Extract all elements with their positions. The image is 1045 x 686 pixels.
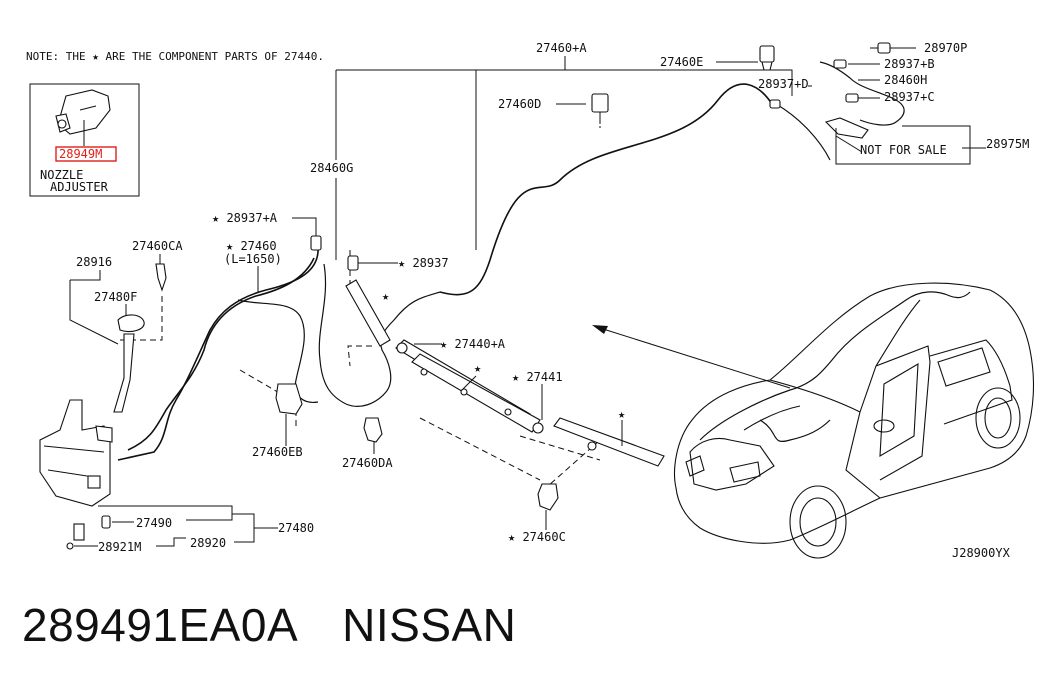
- label-28916: 28916: [76, 255, 112, 269]
- label-28937a: ★ 28937+A: [212, 211, 278, 225]
- front-washer-hose: [117, 245, 441, 461]
- label-27460ca: 27460CA: [132, 239, 183, 253]
- connector-28937d: [769, 99, 781, 109]
- not-for-sale-assembly: [824, 117, 971, 165]
- star-marker-1: ★: [382, 289, 389, 303]
- diagram-code: J28900YX: [952, 546, 1011, 560]
- label-27480f: 27480F: [94, 290, 137, 304]
- washer-tank-27480: [39, 314, 145, 507]
- label-28920: 28920: [190, 536, 226, 550]
- nozzle-adjuster-icon: [55, 89, 111, 146]
- connector-28937b: [833, 59, 847, 69]
- label-28970p: 28970P: [924, 41, 967, 55]
- clip-27460ca: [155, 254, 167, 292]
- pointer-arrow: [592, 325, 791, 389]
- label-28975m: 28975M: [986, 137, 1029, 151]
- label-27460eb: 27460EB: [252, 445, 303, 459]
- label-27460: ★ 27460: [226, 239, 277, 253]
- grommet-28921m: [66, 523, 98, 550]
- pump-27490: [101, 515, 134, 529]
- inset-part-number: 28949M: [59, 147, 102, 161]
- connector-28937: [347, 255, 398, 271]
- clip-27460da: [363, 417, 383, 454]
- label-28937c: 28937+C: [884, 90, 935, 104]
- nozzle-strip: [345, 279, 665, 467]
- label-27440a: ★ 27440+A: [440, 337, 506, 351]
- label-28460h: 28460H: [884, 73, 927, 87]
- star-marker-2: ★: [474, 361, 481, 375]
- label-27460c: ★ 27460C: [508, 530, 566, 544]
- label-27460-length: (L=1650): [224, 252, 282, 266]
- label-28460g: 28460G: [310, 161, 353, 175]
- label-27480: 27480: [278, 521, 314, 535]
- top-leader-lines: [335, 56, 812, 260]
- connector-27460e: [759, 45, 775, 71]
- label-27460d: 27460D: [498, 97, 541, 111]
- connector-28937c: [845, 93, 859, 103]
- label-27460a: 27460+A: [536, 41, 587, 55]
- vehicle-illustration: [674, 282, 1035, 559]
- part-caption: 289491EA0A NISSAN: [22, 598, 516, 652]
- label-28937: ★ 28937: [398, 256, 449, 270]
- caption-part-number: 289491EA0A: [22, 599, 299, 651]
- inset-caption-line2: ADJUSTER: [50, 180, 109, 194]
- inset-caption-line1: NOZZLE: [40, 168, 83, 182]
- clip-27460eb: [275, 383, 303, 446]
- note-text: NOTE: THE ★ ARE THE COMPONENT PARTS OF 2…: [26, 50, 324, 63]
- caption-brand: NISSAN: [342, 599, 517, 651]
- label-28937b: 28937+B: [884, 57, 935, 71]
- nozzle-adjuster-inset: 28949M NOZZLE ADJUSTER: [29, 83, 140, 197]
- label-27490: 27490: [136, 516, 172, 530]
- connector-28937a: [292, 217, 322, 251]
- label-28921m: 28921M: [98, 540, 141, 554]
- clip-27460c: [537, 483, 559, 530]
- star-marker-3: ★: [618, 407, 625, 421]
- connector-28970p: [877, 42, 891, 54]
- part-highlight-box: [55, 146, 117, 162]
- rear-washer-hose: [439, 47, 916, 296]
- label-28937d: 28937+D: [758, 77, 809, 91]
- label-27460da: 27460DA: [342, 456, 393, 470]
- label-not-for-sale: NOT FOR SALE: [860, 143, 947, 157]
- label-27441: ★ 27441: [512, 370, 563, 384]
- label-27460e: 27460E: [660, 55, 703, 69]
